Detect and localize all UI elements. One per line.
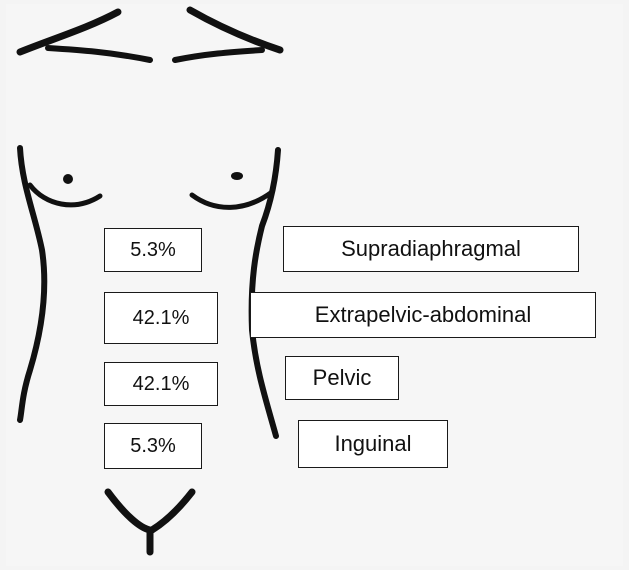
percent-box-extrapelvic-abdominal: 42.1% — [104, 292, 218, 344]
label-box-extrapelvic-abdominal: Extrapelvic-abdominal — [250, 292, 596, 338]
percent-box-inguinal: 5.3% — [104, 423, 202, 469]
left-breast-curve — [30, 185, 100, 205]
label-box-supradiaphragmal: Supradiaphragmal — [283, 226, 579, 272]
right-nipple-mark — [231, 172, 243, 180]
right-clavicle-line — [190, 10, 280, 50]
label-box-inguinal: Inguinal — [298, 420, 448, 468]
percent-box-pelvic: 42.1% — [104, 362, 218, 406]
right-groin-line — [152, 492, 192, 530]
percent-box-supradiaphragmal: 5.3% — [104, 228, 202, 272]
right-clavicle-lower — [175, 50, 262, 60]
left-clavicle-line — [20, 12, 118, 52]
label-box-pelvic: Pelvic — [285, 356, 399, 400]
left-groin-line — [108, 492, 150, 530]
left-nipple-mark — [63, 174, 73, 184]
left-clavicle-lower — [48, 48, 150, 60]
right-breast-curve — [192, 192, 272, 207]
